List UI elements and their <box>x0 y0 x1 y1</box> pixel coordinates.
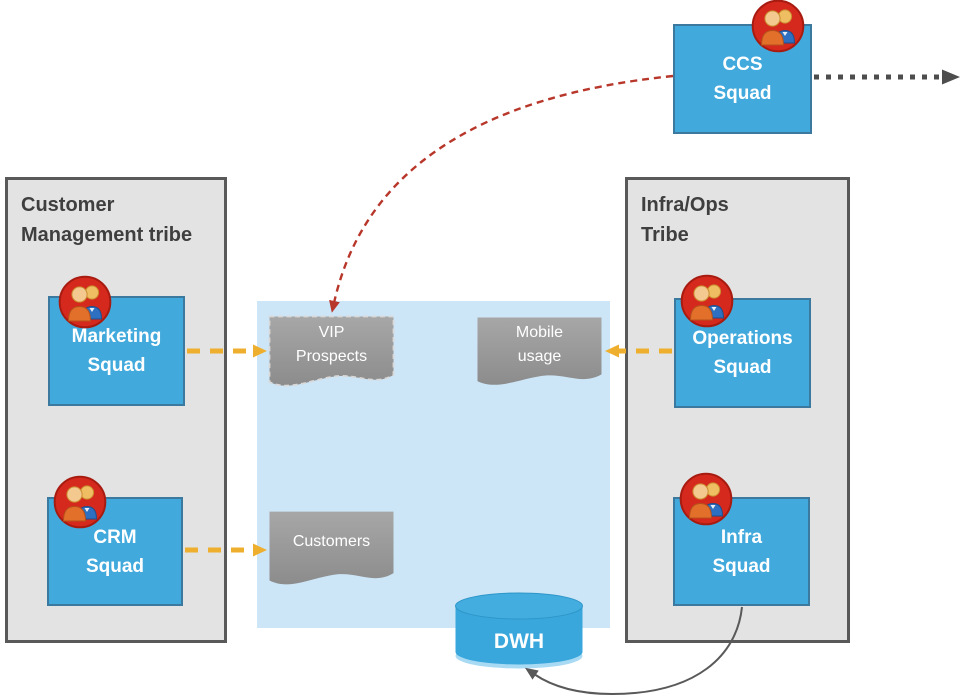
squad-label-line: Operations <box>692 328 793 349</box>
team-icon <box>58 275 112 329</box>
document-shape <box>477 317 602 385</box>
tribe-title: Customer Management tribe <box>8 180 224 250</box>
document-label-line: Prospects <box>295 348 368 365</box>
document-label-line: Mobile <box>515 324 564 341</box>
team-icon <box>679 472 733 526</box>
squad-label-line: Squad <box>713 83 772 104</box>
dwh-label: DWH <box>493 630 545 653</box>
dwh-database: DWH <box>453 590 585 670</box>
team-icon <box>751 0 805 53</box>
document-label: Customers <box>268 510 395 574</box>
customers-document: Customers <box>268 510 395 590</box>
document-label-line: Customers <box>292 533 371 550</box>
tribe-title: Infra/Ops Tribe <box>628 180 847 250</box>
team-icon <box>680 274 734 328</box>
tribe-title-line: Tribe <box>641 224 689 246</box>
squad-label-line: CRM <box>93 526 137 548</box>
squad-label-line: Marketing <box>71 326 162 347</box>
squad-label-line: Squad <box>85 555 145 577</box>
squad-label-line: Squad <box>713 357 772 378</box>
arrow-ccs-to-vip <box>329 74 674 313</box>
squad-label-line: Squad <box>712 555 771 577</box>
document-label-line: VIP <box>318 324 345 341</box>
document-shape <box>268 315 395 387</box>
document-shape <box>269 511 394 585</box>
document-label: Mobile usage <box>476 316 603 374</box>
tribe-title-line: Management tribe <box>21 224 193 246</box>
document-label-line: usage <box>517 348 562 365</box>
tribe-title-line: Customer <box>21 194 115 216</box>
squad-label-line: CCS <box>722 54 763 75</box>
squad-label-line: Infra <box>720 526 763 548</box>
document-label: VIP Prospects <box>268 315 395 375</box>
mobile-usage-document: Mobile usage <box>476 316 603 390</box>
team-icon <box>53 475 107 529</box>
tribe-title-line: Infra/Ops <box>641 194 729 216</box>
squad-label-line: Squad <box>87 355 146 376</box>
operations-squad-box: Operations Squad <box>674 298 811 408</box>
vip-prospects-document: VIP Prospects <box>268 315 395 391</box>
